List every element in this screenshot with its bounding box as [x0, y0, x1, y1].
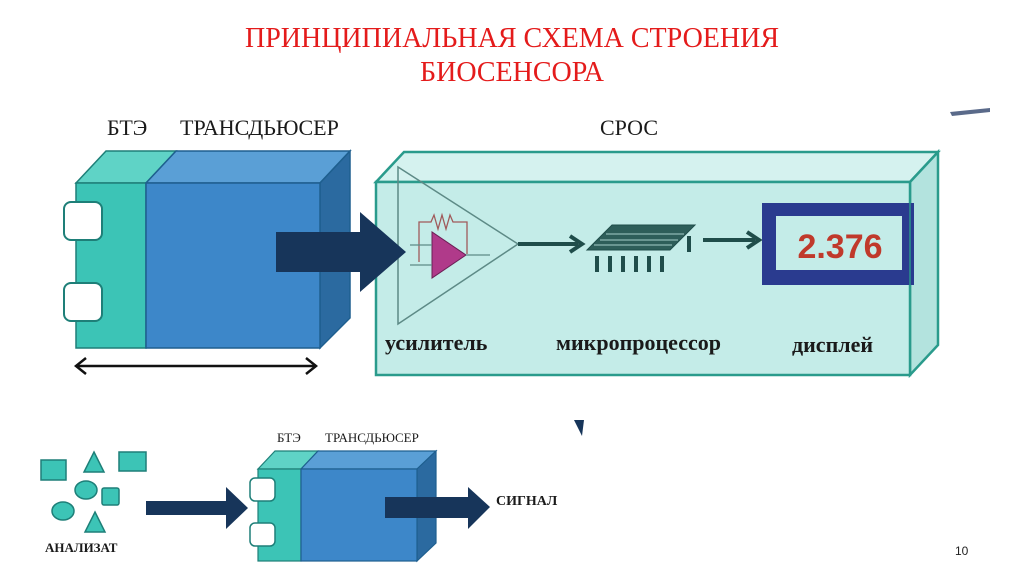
resistor-icon [418, 212, 468, 262]
analyte-to-bte-arrow [146, 487, 248, 529]
analyte-triangle [83, 510, 107, 533]
microprocessor-chip-icon [585, 224, 697, 272]
analyte-rectangle [118, 451, 147, 472]
transducer-to-sros-arrow [276, 212, 406, 292]
analyte-triangle [82, 450, 106, 473]
sros-side-face [908, 148, 940, 379]
analyte-square [40, 459, 67, 481]
transducer-top-face [144, 150, 352, 184]
bte-transducer-block [63, 149, 352, 375]
receptor-slot [63, 282, 103, 322]
display-value: 2.376 [797, 228, 882, 266]
sros-label: СРОС [600, 115, 658, 140]
bte-label: БТЭ [107, 115, 147, 140]
page-number: 10 [955, 544, 969, 558]
microprocessor-label: микропроцессор [556, 330, 721, 355]
display-screen [776, 216, 902, 270]
decorative-mark [574, 420, 584, 436]
receptor-slot [249, 522, 276, 547]
mini-bte-label: БТЭ [277, 430, 301, 445]
analyte-label: АНАЛИЗАТ [45, 540, 118, 555]
transducer-label: ТРАНСДЬЮСЕР [180, 115, 339, 140]
analyte-circle [51, 501, 75, 521]
receptor-slot [249, 477, 276, 502]
decorative-stroke [950, 108, 990, 116]
display-label: дисплей [792, 332, 873, 357]
receptor-slot [63, 201, 103, 241]
signal-label: СИГНАЛ [496, 494, 558, 509]
mini-bte-transducer-block [249, 449, 438, 563]
mini-transducer-label: ТРАНСДЬЮСЕР [325, 430, 419, 445]
slide-title-line-1: ПРИНЦИПИАЛЬНАЯ СХЕМА СТРОЕНИЯ [244, 23, 780, 54]
slide-title-line-2: БИОСЕНСОРА [420, 57, 604, 88]
op-amp-icon [431, 231, 467, 279]
amplifier-label: усилитель [385, 330, 488, 355]
analyte-circle [74, 480, 98, 500]
signal-arrow [385, 487, 490, 529]
analyte-square [101, 487, 120, 506]
sros-top-face [373, 150, 941, 184]
analyte-shapes [40, 450, 147, 533]
sros-box [373, 148, 941, 379]
